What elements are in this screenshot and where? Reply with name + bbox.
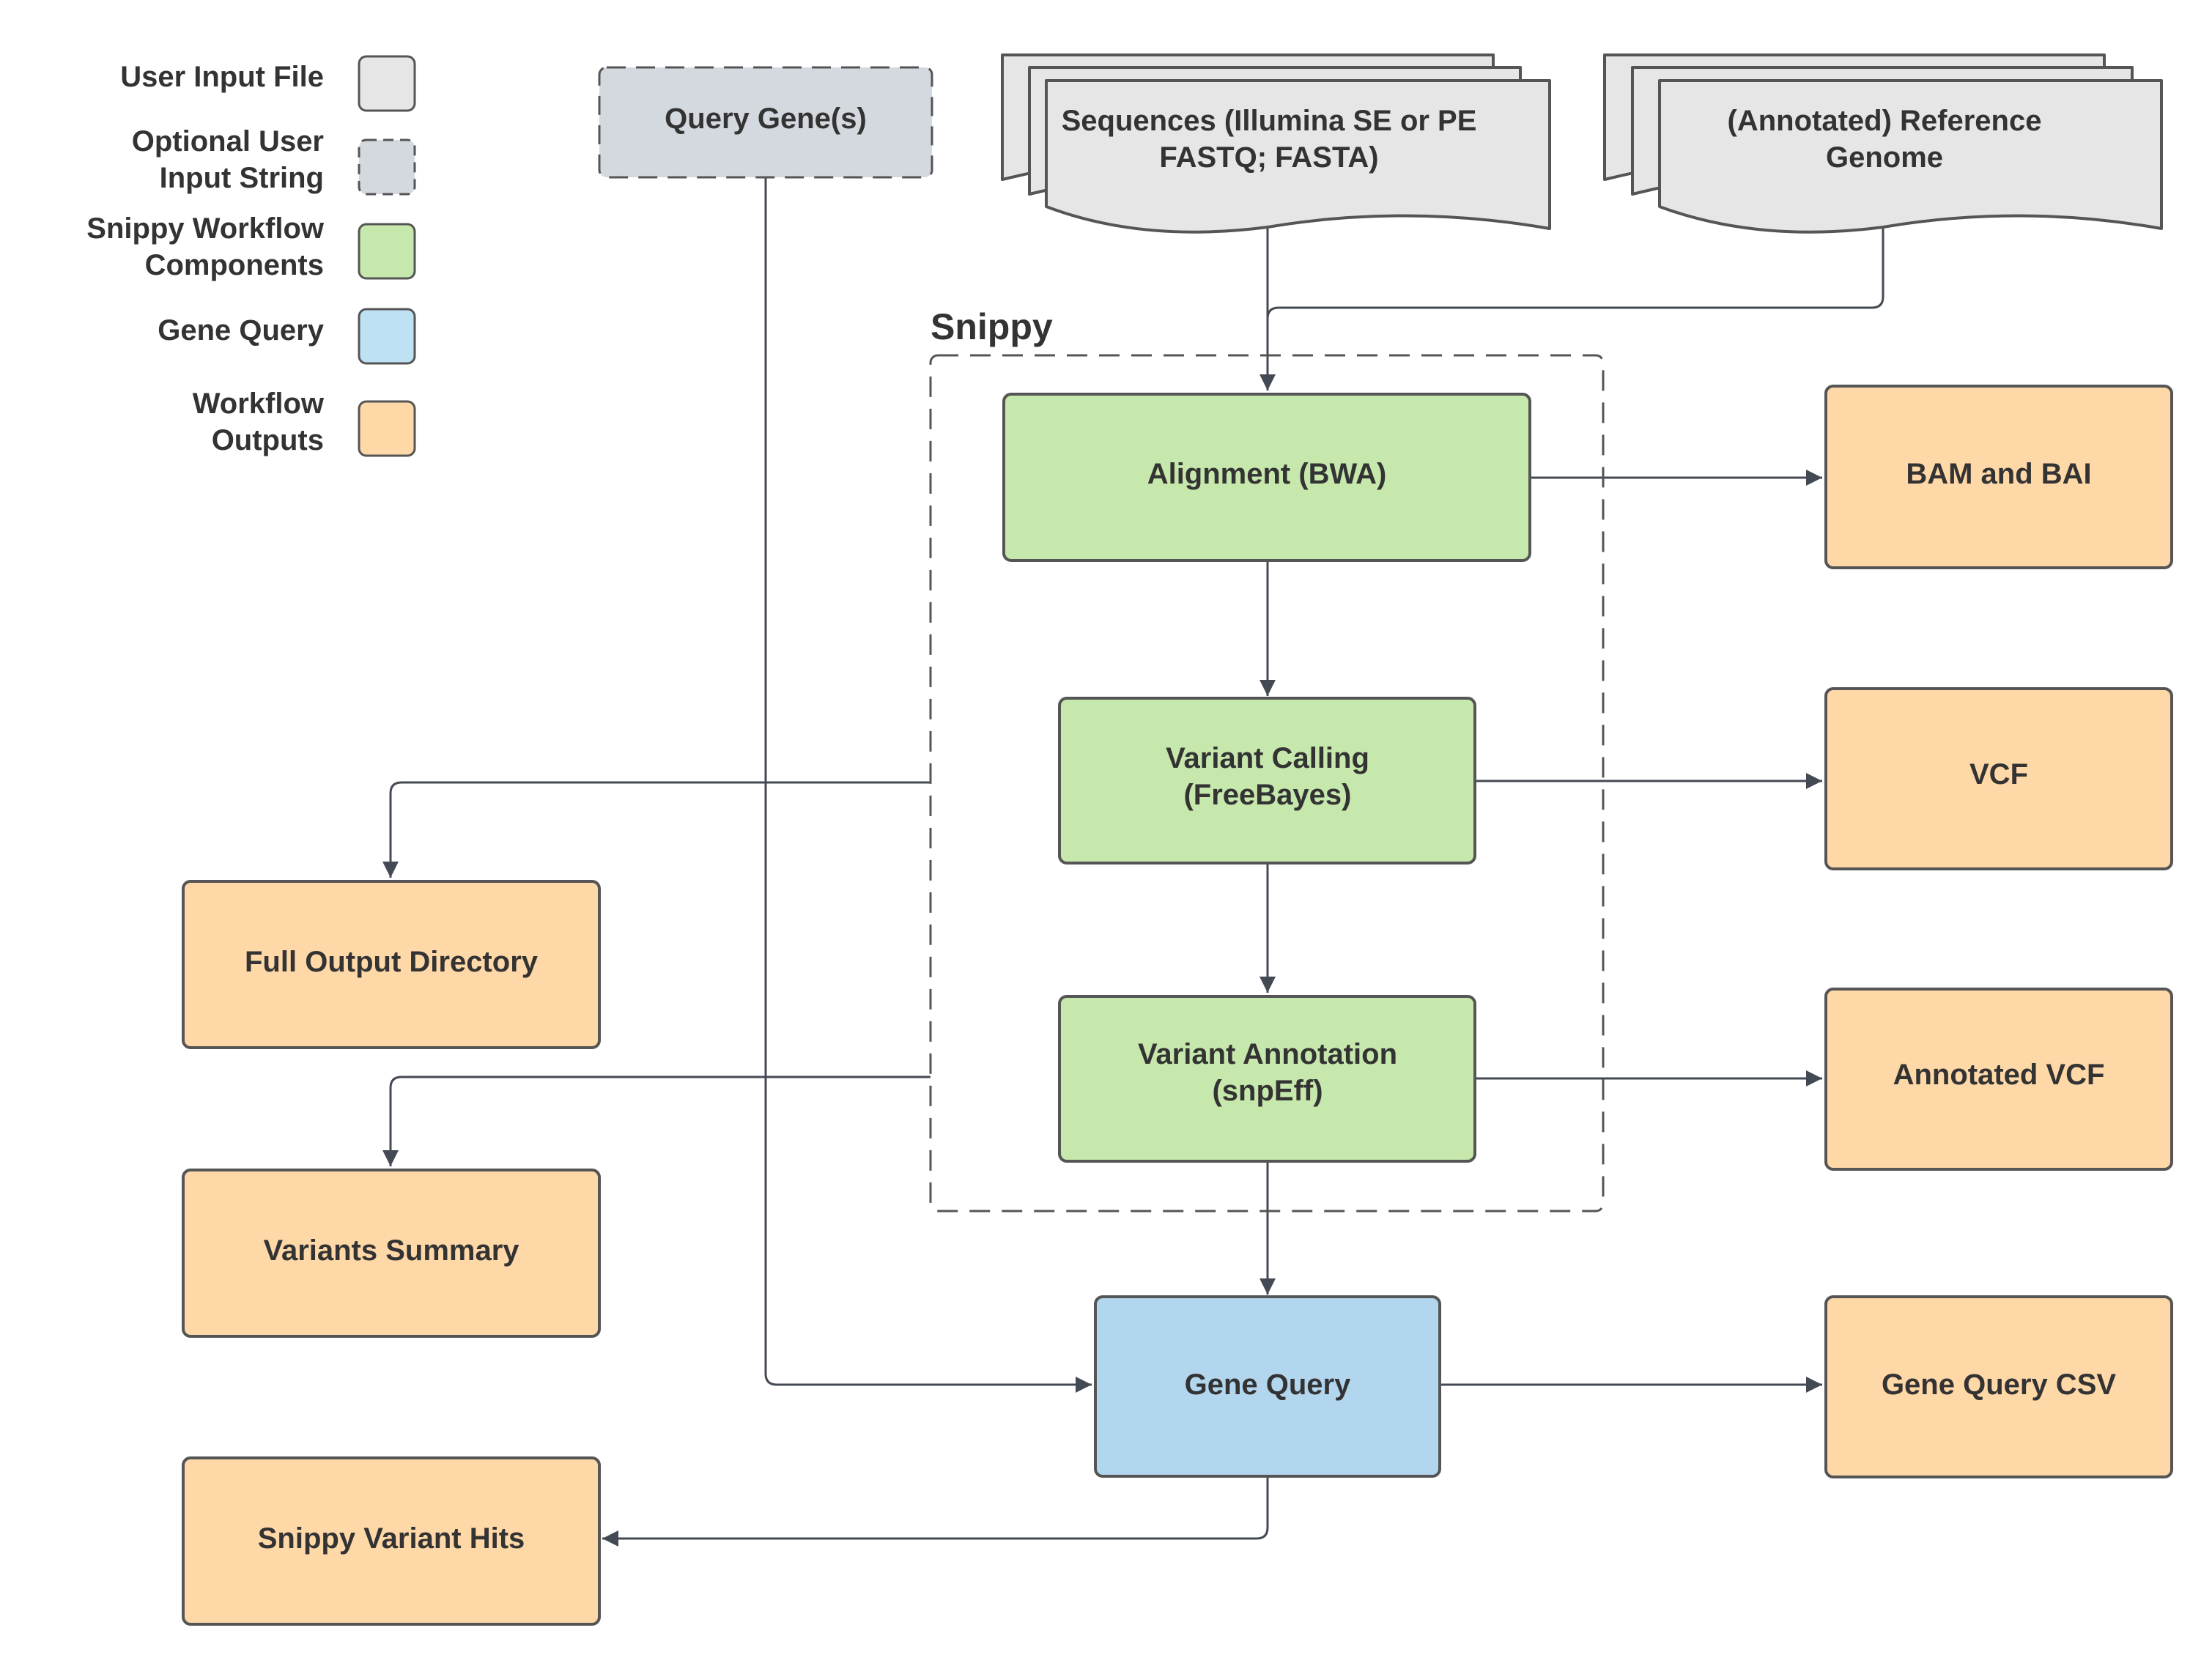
edge-snippy-to-variants-summary — [382, 1076, 931, 1166]
reference-label-line-1: (Annotated) Reference — [1728, 105, 2042, 137]
query-genes-label: Query Gene(s) — [665, 103, 867, 135]
sequences-label-line-2: FASTQ; FASTA) — [1159, 141, 1378, 174]
gene-query-csv-label: Gene Query CSV — [1882, 1369, 2116, 1401]
alignment-label: Alignment (BWA) — [1147, 458, 1387, 490]
edge-gene-query-to-snippy-variant-hits — [602, 1476, 1269, 1547]
legend-label-user-input-file: User Input File — [120, 61, 324, 93]
variant-calling-label-line-1: Variant Calling — [1166, 742, 1369, 774]
variant-calling-box — [1058, 697, 1476, 865]
legend-item-gene-query: Gene Query — [158, 308, 416, 365]
legend-swatch-workflow-outputs — [358, 400, 416, 457]
full-output-directory-label: Full Output Directory — [245, 946, 539, 978]
vcf-label: VCF — [1969, 758, 2028, 791]
snippy-group-boundary — [929, 354, 1605, 1213]
input-reference-genome: (Annotated) Reference Genome — [1603, 53, 2163, 234]
node-variant-annotation: Variant Annotation (snpEff) — [1058, 995, 1476, 1163]
edge-reference-to-alignment — [1266, 227, 1884, 319]
snippy-group-label: Snippy — [931, 306, 1053, 347]
gene-query-csv-box — [1824, 1295, 2173, 1478]
reference-doc-front — [1658, 79, 2163, 234]
output-annotated-vcf: Annotated VCF — [1824, 988, 2173, 1171]
variants-summary-label: Variants Summary — [263, 1234, 519, 1267]
snippy-group: Snippy — [929, 306, 1605, 1213]
legend-item-snippy-workflow-components: Snippy Workflow Components — [86, 212, 416, 281]
reference-label-line-2: Genome — [1826, 141, 1943, 174]
alignment-box — [1002, 393, 1531, 562]
legend-label-workflow-outputs-line-2: Outputs — [212, 424, 324, 456]
bam-bai-label: BAM and BAI — [1906, 458, 2091, 490]
edge-query-genes-to-gene-query — [764, 177, 1092, 1393]
gene-query-label: Gene Query — [1185, 1369, 1352, 1401]
legend-label-optional-user-input-string-line-2: Input String — [160, 162, 324, 194]
node-gene-query: Gene Query — [1094, 1295, 1441, 1478]
output-bam-bai: BAM and BAI — [1824, 385, 2173, 569]
output-snippy-variant-hits: Snippy Variant Hits — [182, 1456, 601, 1626]
bam-bai-box — [1824, 385, 2173, 569]
full-output-directory-box — [182, 880, 601, 1049]
variant-calling-label-line-2: (FreeBayes) — [1183, 779, 1351, 811]
input-sequences: Sequences (Illumina SE or PE FASTQ; FAST… — [1001, 53, 1551, 234]
legend-label-snippy-workflow-components-line-2: Components — [145, 249, 324, 281]
snippy-variant-hits-label: Snippy Variant Hits — [258, 1522, 525, 1555]
sequences-doc-front — [1045, 79, 1551, 234]
connectors — [382, 177, 1884, 1547]
variant-annotation-box — [1058, 995, 1476, 1163]
legend-label-optional-user-input-string-line-1: Optional User — [132, 125, 324, 158]
output-full-output-directory: Full Output Directory — [182, 880, 601, 1049]
vcf-box — [1824, 687, 2173, 870]
output-variants-summary: Variants Summary — [182, 1169, 601, 1338]
legend-item-user-input-file: User Input File — [120, 55, 416, 112]
variant-annotation-label-line-1: Variant Annotation — [1138, 1038, 1397, 1070]
legend-label-snippy-workflow-components-line-1: Snippy Workflow — [86, 212, 325, 245]
legend-swatch-optional-user-input-string — [358, 138, 416, 196]
variant-annotation-label-line-2: (snpEff) — [1212, 1075, 1323, 1107]
gene-query-box — [1094, 1295, 1441, 1478]
node-alignment: Alignment (BWA) — [1002, 393, 1531, 562]
legend-label-gene-query: Gene Query — [158, 314, 325, 347]
legend: User Input File Optional User Input Stri… — [86, 55, 416, 457]
legend-label-workflow-outputs-line-1: Workflow — [193, 388, 325, 420]
edge-snippy-to-full-output-directory — [382, 781, 931, 878]
annotated-vcf-box — [1824, 988, 2173, 1171]
node-variant-calling: Variant Calling (FreeBayes) — [1058, 697, 1476, 865]
legend-swatch-gene-query — [358, 308, 416, 365]
variants-summary-box — [182, 1169, 601, 1338]
output-gene-query-csv: Gene Query CSV — [1824, 1295, 2173, 1478]
legend-item-optional-user-input-string: Optional User Input String — [132, 125, 416, 196]
sequences-label-line-1: Sequences (Illumina SE or PE — [1062, 105, 1477, 137]
output-vcf: VCF — [1824, 687, 2173, 870]
input-query-genes: Query Gene(s) — [598, 66, 933, 179]
legend-swatch-snippy-workflow-components — [358, 223, 416, 280]
annotated-vcf-label: Annotated VCF — [1893, 1059, 2105, 1091]
query-genes-shape — [598, 66, 933, 179]
legend-swatch-user-input-file — [358, 55, 416, 112]
legend-item-workflow-outputs: Workflow Outputs — [193, 388, 416, 457]
snippy-variant-hits-box — [182, 1456, 601, 1626]
